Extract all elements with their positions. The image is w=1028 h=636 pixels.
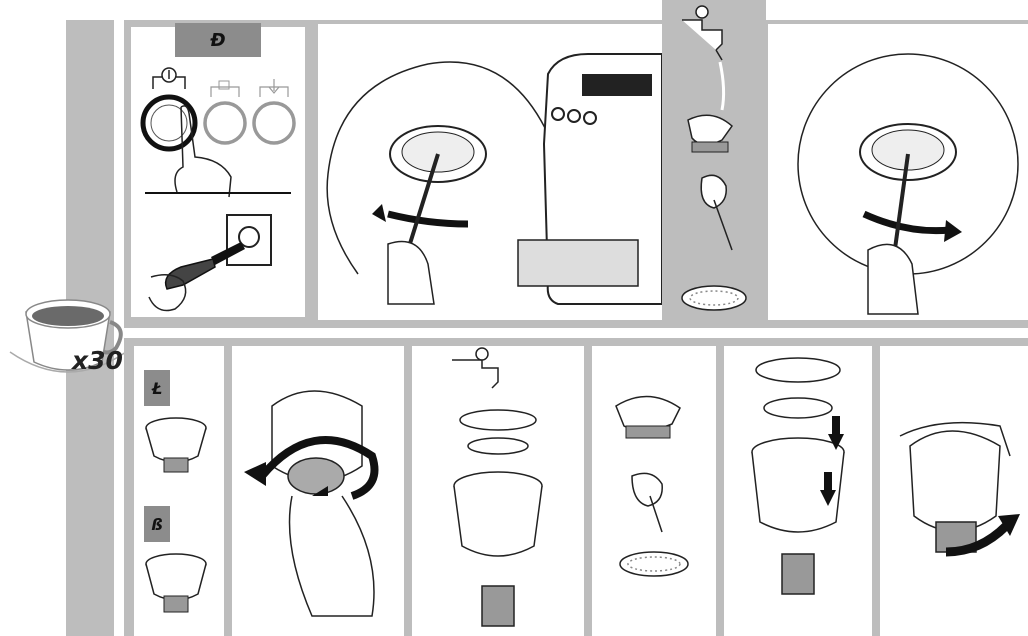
filter-types-illustration [134, 346, 224, 636]
tap-icon [682, 6, 722, 60]
reassemble-illustration [724, 346, 872, 636]
power-off-illustration [131, 27, 305, 317]
tap-icon [452, 348, 498, 388]
panel-reassemble [724, 346, 872, 636]
filter-disc-icon [682, 286, 746, 310]
steam-button-icon [254, 79, 294, 143]
panel-power-off: Ð [128, 24, 308, 320]
filter-cup-icon [146, 554, 206, 612]
screw-filter-illustration [880, 346, 1028, 636]
needle-icon [701, 175, 732, 250]
rinse-assembly-illustration [412, 346, 584, 636]
panel-unscrew-filter [232, 346, 404, 636]
screw-illustration [768, 24, 1028, 320]
panel-rinse-assembly [412, 346, 584, 636]
filter-cup-icon [146, 418, 206, 472]
panel-rinse-parts [662, 0, 766, 328]
panel-screw-filter [880, 346, 1028, 636]
panel-clean-parts [592, 346, 716, 636]
panel-unscrew-shower [318, 24, 662, 320]
filter-disc-icon [620, 552, 688, 576]
plug-icon [149, 215, 271, 311]
clean-parts-illustration [592, 346, 716, 636]
rinse-illustration [662, 0, 766, 328]
brush-icon [616, 396, 680, 438]
count-badge-text: x30 [72, 346, 123, 375]
coffee-cup-badge: x30 [6, 292, 130, 382]
brush-icon [688, 115, 732, 152]
unscrew-filter-illustration [232, 346, 404, 636]
panel-filter-types: Ł ß [134, 346, 224, 636]
rotate-arrow-icon [864, 214, 962, 242]
panel-screw-shower [768, 24, 1028, 320]
cup-button-icon [205, 81, 245, 143]
needle-icon [632, 473, 662, 532]
unscrew-illustration [318, 24, 662, 320]
